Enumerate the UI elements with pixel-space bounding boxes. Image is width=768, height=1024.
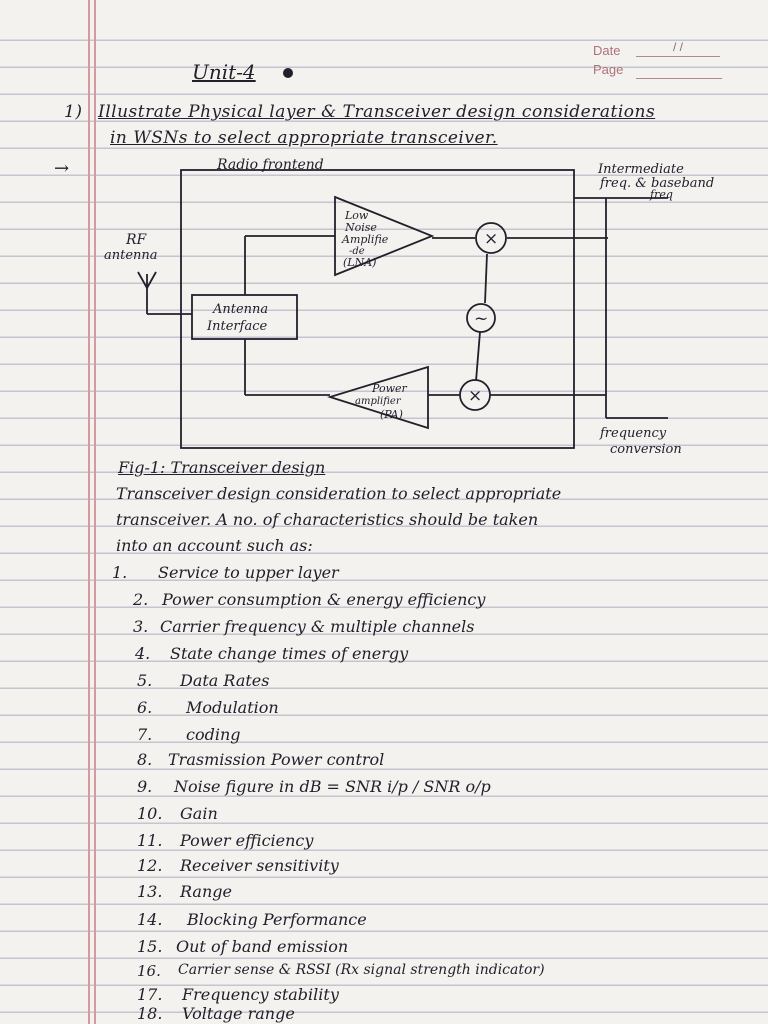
list-item-num: 4.	[135, 644, 151, 663]
tx-mixer-symbol: ×	[468, 386, 482, 406]
list-item: Carrier sense & RSSI (Rx signal strength…	[178, 962, 545, 978]
list-item-num: 17.	[137, 985, 163, 1004]
list-item-num: 10.	[137, 804, 163, 823]
list-item-num: 14.	[137, 910, 163, 929]
if-label-1: Intermediate	[597, 162, 684, 177]
list-item: Voltage range	[182, 1004, 295, 1023]
list-item-num: 15.	[137, 937, 163, 956]
date-label: Date	[593, 43, 621, 58]
list-item-num: 18.	[137, 1004, 163, 1023]
margin-line	[88, 0, 90, 1024]
list-item: Noise figure in dB = SNR i/p / SNR o/p	[174, 777, 491, 796]
rx-mixer	[475, 222, 507, 254]
oscillator-symbol: ~	[474, 309, 488, 329]
pa-label-2: amplifier	[355, 396, 402, 407]
pa-label-3: (PA)	[380, 408, 403, 421]
list-item-num: 12.	[137, 856, 163, 875]
list-item-num: 16.	[137, 962, 161, 980]
title-bullet	[283, 68, 293, 78]
list-item: Modulation	[186, 698, 279, 717]
list-item: Trasmission Power control	[168, 750, 385, 769]
page-label: Page	[593, 62, 624, 77]
margin-line	[94, 0, 96, 1024]
if-label-3: freq	[649, 188, 673, 201]
list-item-num: 6.	[137, 698, 153, 717]
list-item: Power efficiency	[180, 831, 314, 850]
list-item-num: 1.	[112, 563, 128, 582]
pa-label-1: Power	[371, 382, 408, 395]
list-item-num: 3.	[133, 617, 149, 636]
date-value: / /	[636, 40, 720, 57]
frontend-label: Radio frontend	[216, 157, 324, 173]
intro-line-3: into an account such as:	[116, 536, 313, 555]
list-item: State change times of energy	[170, 644, 409, 663]
page-title: Unit-4	[192, 60, 256, 84]
pa-triangle	[326, 365, 429, 430]
rf-label-2: antenna	[104, 248, 158, 263]
antenna-head	[137, 271, 157, 290]
antenna-interface-label-2: Interface	[206, 319, 267, 334]
lna-label-4: -de	[349, 246, 365, 257]
list-item-num: 7.	[137, 725, 153, 744]
list-item: Blocking Performance	[187, 910, 367, 929]
freq-conv-label-1: frequency	[599, 426, 667, 441]
intro-line-1: Transceiver design consideration to sele…	[116, 484, 562, 503]
list-item: Out of band emission	[176, 937, 349, 956]
list-item-num: 5.	[137, 671, 153, 690]
list-item: Frequency stability	[182, 985, 339, 1004]
lna-label-2: Noise	[344, 221, 377, 234]
lna-label-1: Low	[344, 209, 369, 222]
freq-conv-label-2: conversion	[610, 442, 682, 457]
local-oscillator	[466, 303, 496, 333]
list-item: Data Rates	[180, 671, 270, 690]
if-label-2: freq. & baseband	[599, 176, 714, 191]
answer-arrow: →	[54, 158, 70, 179]
list-item: Carrier frequency & multiple channels	[160, 617, 475, 636]
list-item: Range	[180, 882, 232, 901]
question-line-1: Illustrate Physical layer & Transceiver …	[98, 102, 656, 122]
page-value-blank	[636, 64, 722, 79]
list-item: coding	[186, 725, 241, 744]
list-item-num: 13.	[137, 882, 163, 901]
list-item-num: 8.	[137, 750, 153, 769]
list-item-num: 2.	[133, 590, 149, 609]
list-item: Service to upper layer	[158, 563, 339, 582]
radio-frontend-box	[180, 169, 575, 449]
list-item: Receiver sensitivity	[180, 856, 339, 875]
lna-triangle	[334, 195, 435, 277]
list-item-num: 11.	[137, 831, 163, 850]
rx-mixer-symbol: ×	[484, 229, 498, 249]
question-number: 1)	[64, 102, 83, 122]
rf-label: RF	[125, 232, 148, 248]
list-item: Power consumption & energy efficiency	[162, 590, 486, 609]
list-item: Gain	[180, 804, 218, 823]
list-item-num: 9.	[137, 777, 153, 796]
antenna-interface-label-1: Antenna	[212, 302, 268, 317]
lna-label-5: (LNA)	[343, 256, 376, 269]
lna-label-3: Amplifie	[341, 233, 389, 246]
figure-caption: Fig-1: Transceiver design	[118, 458, 326, 477]
question-line-2: in WSNs to select appropriate transceive…	[110, 128, 498, 148]
intro-line-2: transceiver. A no. of characteristics sh…	[116, 510, 539, 529]
